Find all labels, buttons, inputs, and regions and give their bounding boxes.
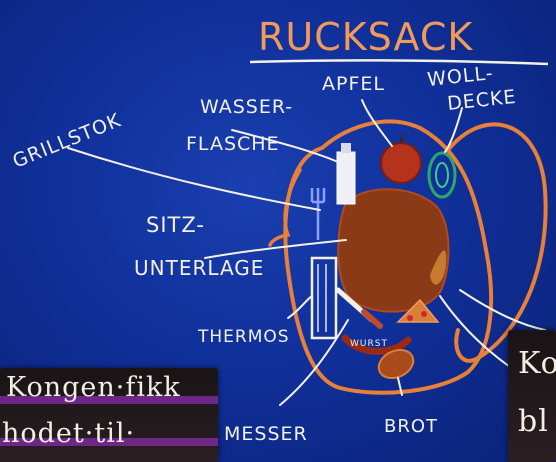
word-card-right: Ko bl [508,330,556,462]
label-sitzunterlage-line1: SITZ- [146,213,205,237]
label-wasserflasche-line1: WASSER- [200,96,293,118]
label-wasserflasche-line2: FLASCHE [186,133,280,155]
water-bottle-shape [337,152,355,204]
word-card-left: Kongen·fikk hodet·til· [0,368,218,462]
label-wolldecke-line2: DECKE [446,86,517,115]
label-grillstok: GRILLSTOK [10,109,125,172]
word-card-right-line2: bl [518,404,549,439]
label-apfel: APFEL [322,73,385,95]
wolldecke-shape [429,153,455,197]
label-thermos: THERMOS [197,327,290,347]
title-underline [250,60,548,64]
diagram-title: RUCKSACK [258,15,473,59]
word-card-right-line1: Ko [518,346,556,381]
label-wurst: WURST [350,339,388,349]
grillstok-shape [312,188,324,240]
thermos-shape [312,258,336,338]
label-wolldecke-line1: WOLL- [426,62,494,91]
word-card-left-line1: Kongen·fikk [6,372,181,403]
apple-stem [400,134,403,143]
sitzunterlage-shape [338,189,448,311]
label-sitzunterlage-line2: UNTERLAGE [134,256,264,280]
label-brot: BROT [384,416,438,437]
rucksack-side-strap [270,170,300,245]
label-messer: MESSER [224,423,308,445]
word-card-left-line2: hodet·til· [2,418,135,449]
apple-shape [381,143,421,183]
